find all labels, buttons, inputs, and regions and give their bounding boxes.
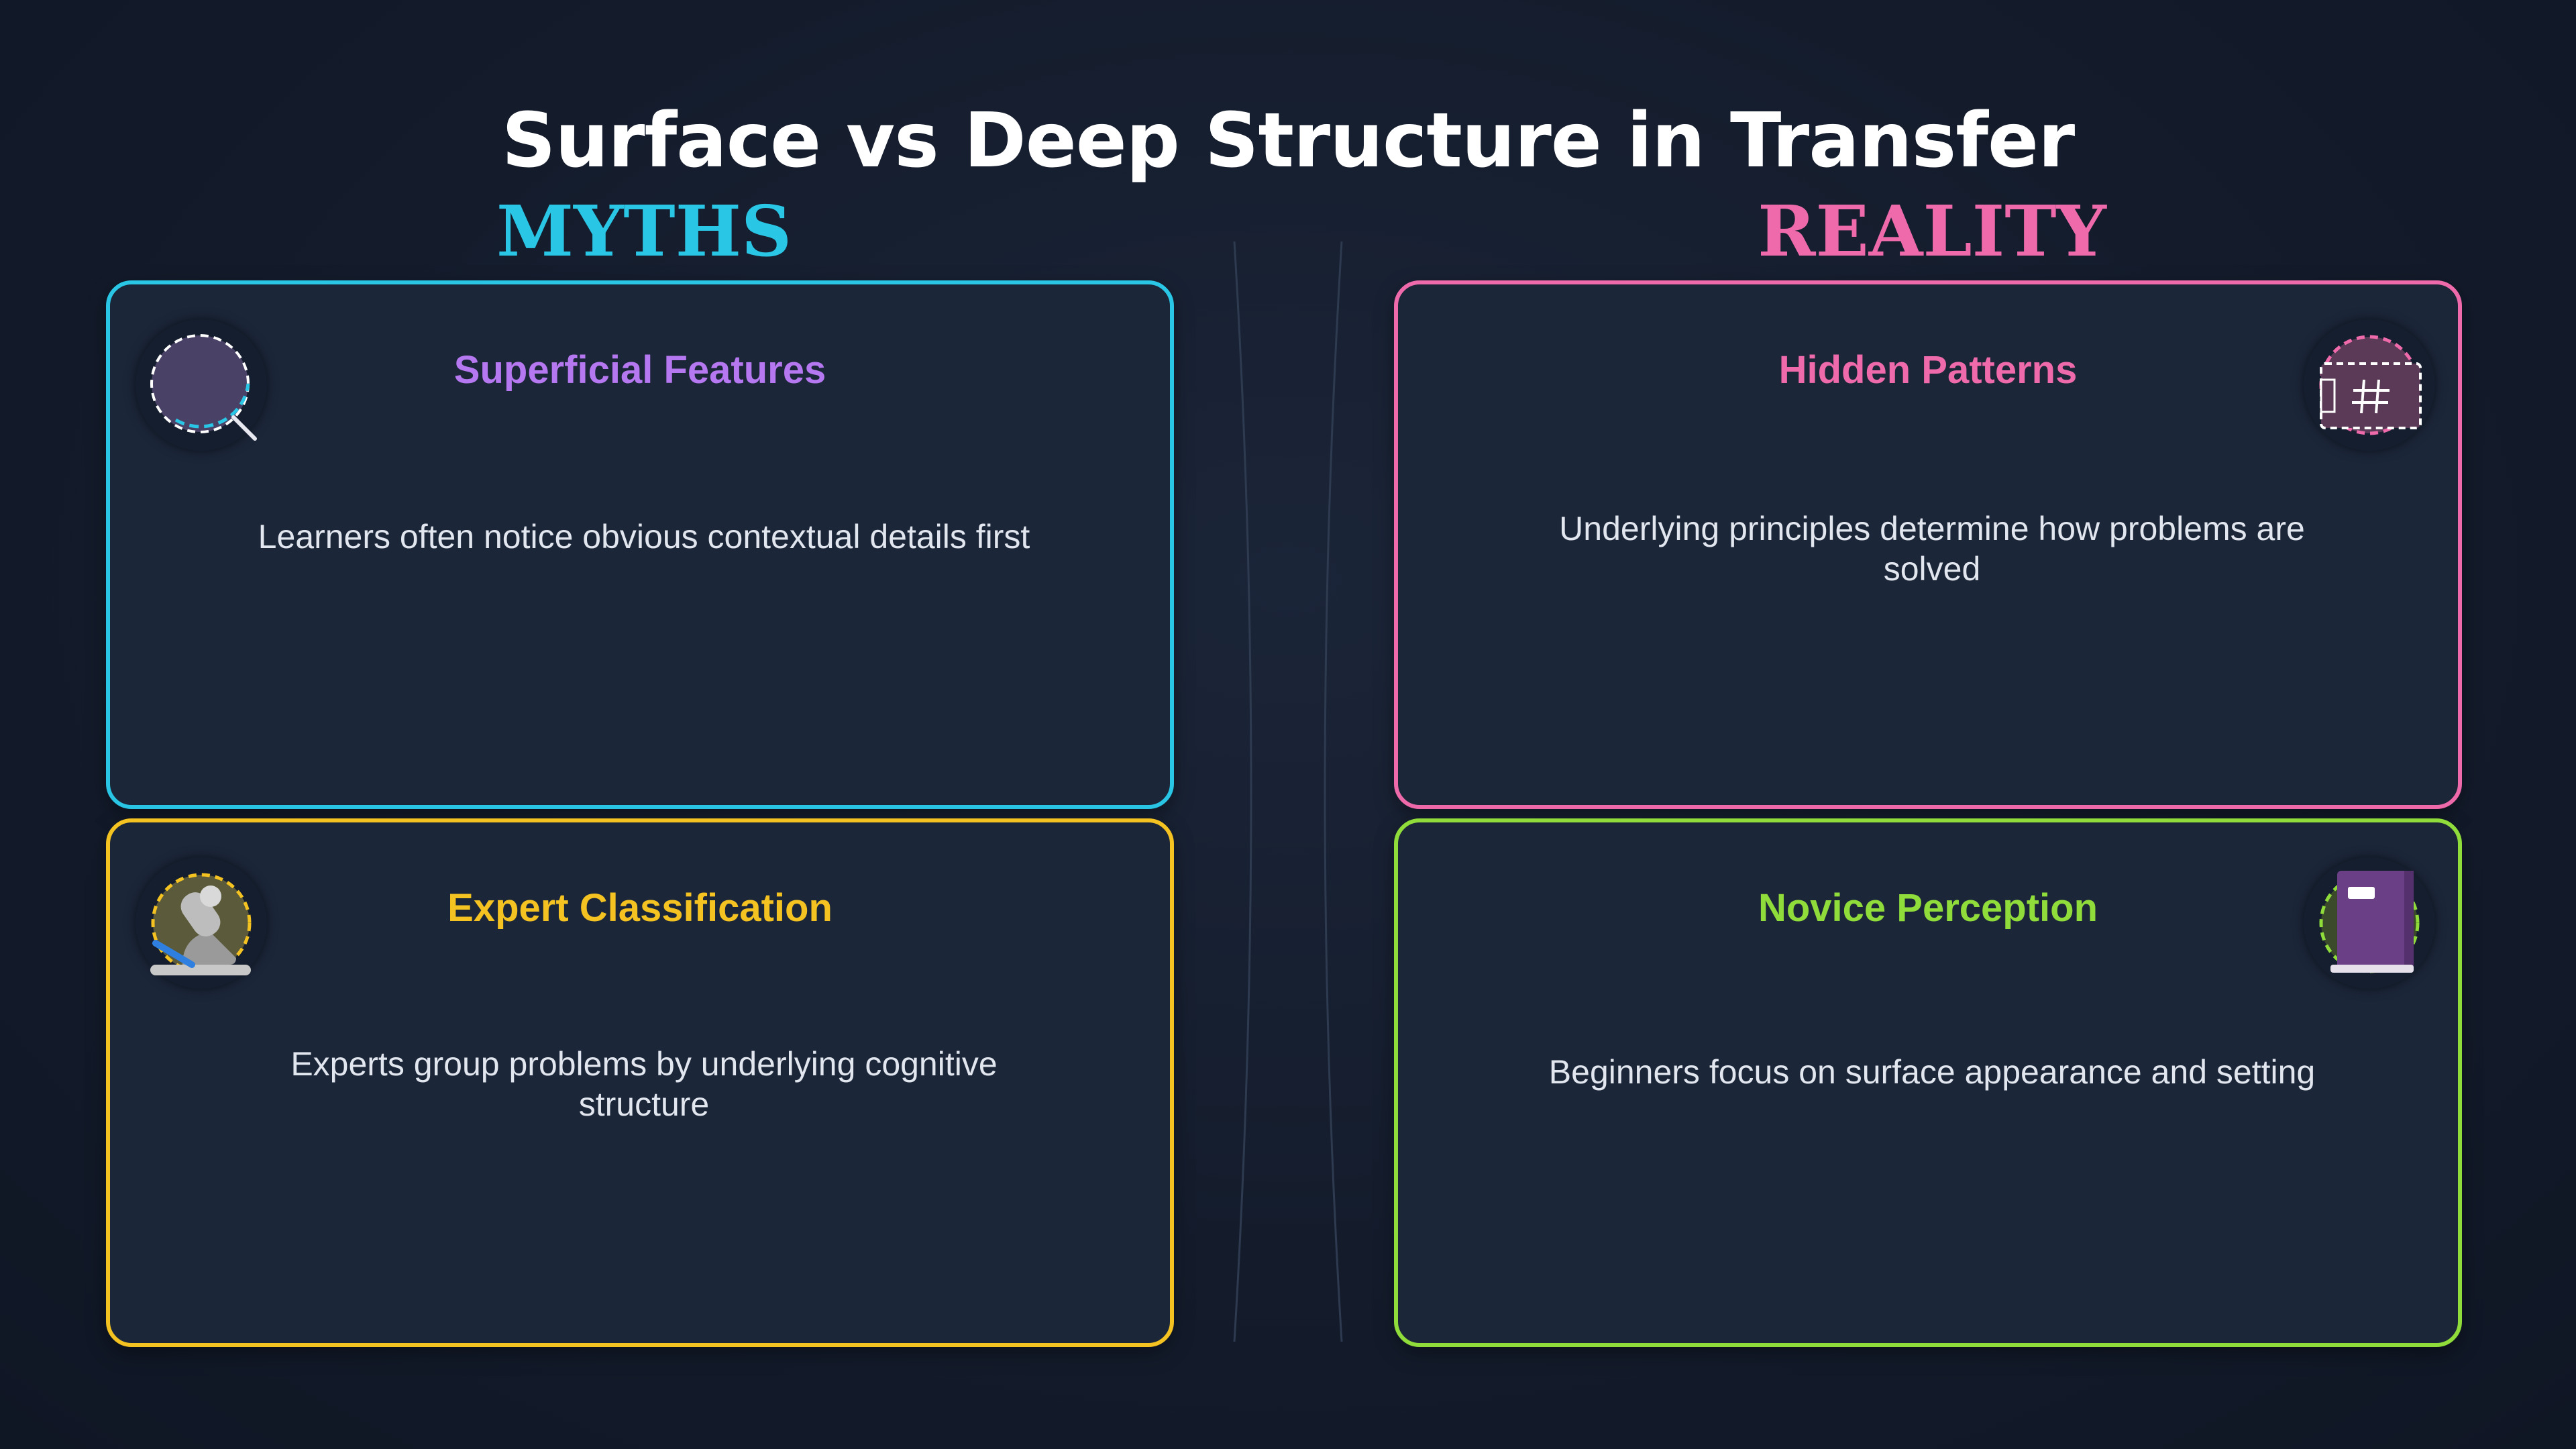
card-title-hidden: Hidden Patterns [1778,348,2078,392]
card-text-superficial: Learners often notice obvious contextual… [258,518,1030,555]
reality-heading: REALITY [1758,190,2106,272]
card-text-hidden: Underlying principles determine how prob… [1559,510,2305,588]
card-title-expert: Expert Classification [447,886,833,930]
card-hidden-patterns: Hidden Patterns Underlying principles de… [1394,280,2462,809]
magnifier-icon [136,319,267,451]
myths-heading: MYTHS [496,190,792,272]
microscope-icon [136,857,267,989]
card-text-novice: Beginners focus on surface appearance an… [1548,1053,2316,1091]
card-text-expert: Experts group problems by underlying cog… [290,1045,998,1123]
card-title-superficial: Superficial Features [453,348,826,392]
hashtag-frame-icon [2304,319,2435,451]
center-divider [1233,241,1343,1342]
book-icon [2304,857,2435,989]
card-novice-perception: Novice Perception Beginners focus on sur… [1394,818,2462,1347]
card-expert-classification: Expert Classification Experts group prob… [106,818,1174,1347]
slide-title: Surface vs Deep Structure in Transfer [501,97,2075,184]
card-title-novice: Novice Perception [1758,886,2098,930]
card-superficial-features: Superficial Features Learners often noti… [106,280,1174,809]
